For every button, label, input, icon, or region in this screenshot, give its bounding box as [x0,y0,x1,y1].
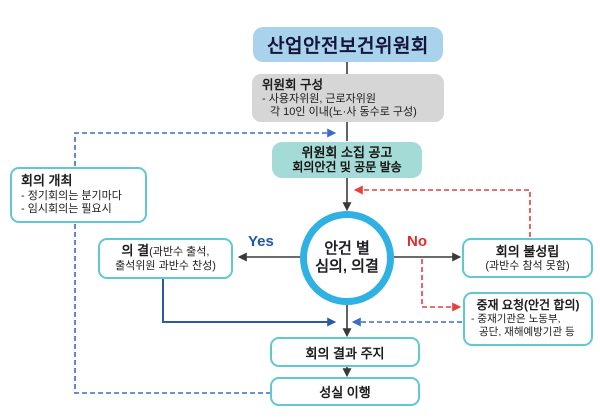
notify-results-label: 회의 결과 주지 [305,345,385,361]
implementation-box: 성실 이행 [270,377,420,406]
not-convened-title: 회의 불성립 [495,243,560,259]
circle-line2: 심의, 의결 [315,258,379,275]
meeting-title: 회의 개최 [21,173,73,188]
composition-box: 위원회 구성 - 사용자위원, 근로자위원 각 10인 이내(노·사 동수로 구… [252,74,444,122]
mediation-line2: 공단, 재해예방기관 등 [479,326,575,338]
mediation-box: 중재 요청(안건 합의) - 중재기관은 노동부, 공단, 재해예방기관 등 [463,292,593,346]
not-convened-subtitle: (과반수 참석 못함) [485,259,570,272]
meeting-line2: - 임시회의는 필요시 [21,203,112,215]
announcement-line1: 위원회 소집 공고 [301,145,393,160]
mediation-line1: - 중재기관은 노동부, [471,313,561,325]
composition-line1: - 사용자위원, 근로자위원 [262,93,377,105]
no-label: No [407,233,427,250]
committee-title: 산업안전보건위원회 [267,36,429,57]
resolution-box: 의 결(과반수 출석, 출석위원 과반수 찬성) [98,238,233,279]
mediation-title: 중재 요청(안건 합의) [476,298,580,312]
circle-line1: 안건 별 [324,240,370,257]
meeting-box: 회의 개최 - 정기회의는 분기마다 - 임시회의는 필요시 [10,167,147,223]
committee-title-box: 산업안전보건위원회 [253,27,443,62]
not-convened-box: 회의 불성립 (과반수 참석 못함) [462,238,593,278]
agenda-decision-circle: 안건 별 심의, 의결 [300,211,394,305]
resolution-detail1: (과반수 출석, [149,246,210,258]
resolution-title: 의 결 [121,243,150,258]
meeting-line1: - 정기회의는 분기마다 [21,189,122,202]
notify-results-box: 회의 결과 주지 [270,337,420,367]
resolution-detail2: 출석위원 과반수 찬성) [115,260,216,272]
composition-line2: 각 10인 이내(노·사 동수로 구성) [270,106,417,118]
announcement-line2: 회의안건 및 공문 발송 [292,160,402,174]
yes-label: Yes [248,233,274,250]
implementation-label: 성실 이행 [319,385,371,400]
composition-title: 위원회 구성 [262,78,323,92]
announcement-box: 위원회 소집 공고 회의안건 및 공문 발송 [272,142,422,178]
